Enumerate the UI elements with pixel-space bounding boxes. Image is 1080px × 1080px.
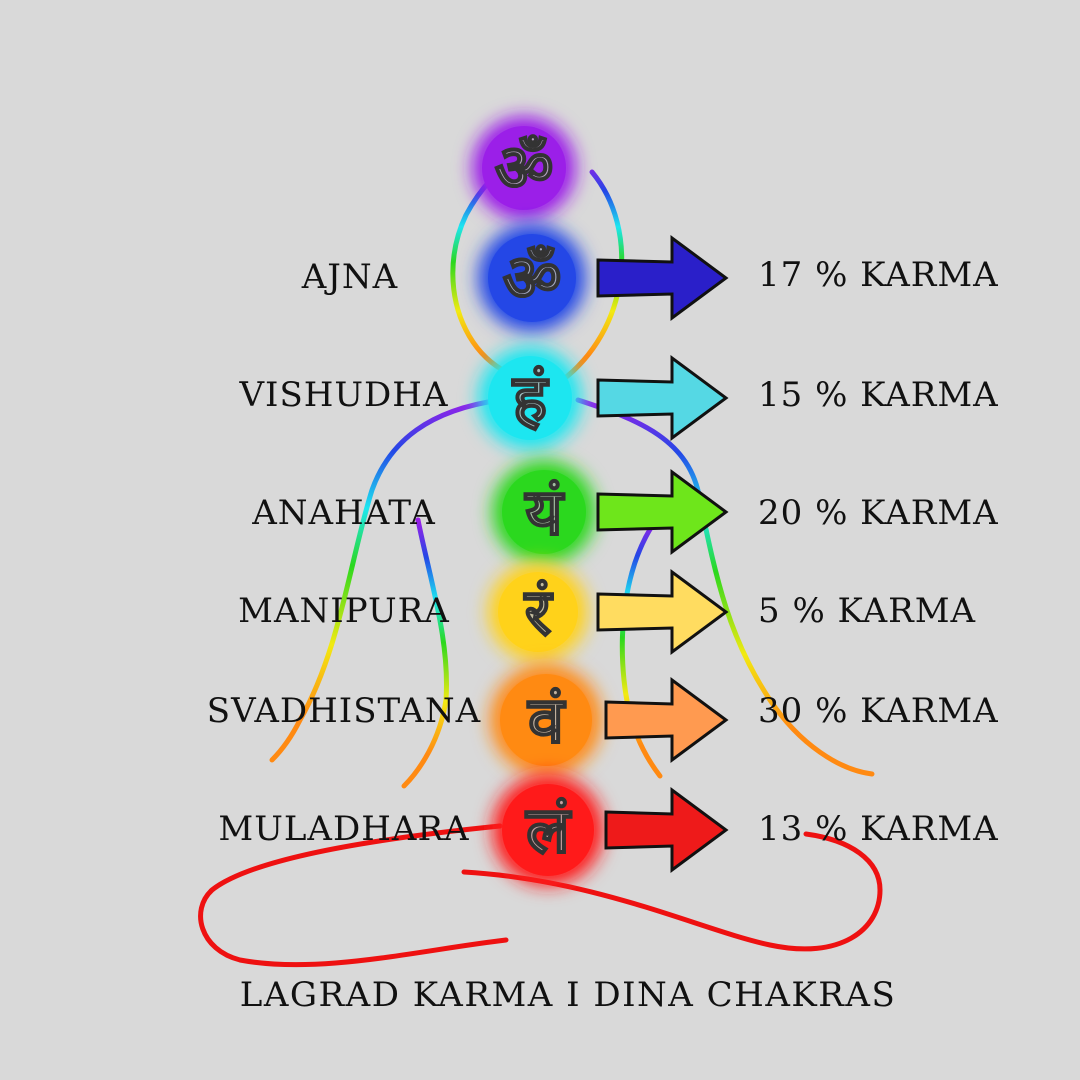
karma-percent-label: 5 % KARMA: [758, 591, 976, 631]
karma-arrow: [596, 569, 729, 655]
chakra-circle: [488, 356, 572, 440]
karma-percent-label: 30 % KARMA: [758, 691, 999, 731]
karma-arrow: [596, 355, 729, 441]
chakra-anahata: यं ANAHATA 20 % KARMA: [251, 460, 999, 564]
chakra-syllable: हं: [512, 362, 549, 436]
karma-percent-label: 13 % KARMA: [758, 809, 999, 849]
chakra-syllable: लं: [525, 794, 572, 868]
chakra-syllable: रं: [524, 576, 554, 650]
right-arm-outline: [575, 397, 875, 777]
chakra-circle: [482, 126, 566, 210]
chakra-circle: [488, 234, 576, 322]
chakra-svadhistana: वं SVADHISTANA 30 % KARMA: [207, 664, 999, 776]
chakra-name-label: MULADHARA: [218, 809, 469, 849]
karma-percent-label: 20 % KARMA: [758, 493, 999, 533]
chakra-crown: ॐ: [472, 116, 576, 220]
karma-arrow: [604, 677, 729, 763]
chakra-manipura: रं MANIPURA 5 % KARMA: [238, 562, 976, 662]
chakra-ajna: ॐ AJNA 17 % KARMA: [301, 224, 999, 332]
chakra-syllable: यं: [524, 476, 565, 550]
chakra-name-label: SVADHISTANA: [207, 691, 481, 731]
body-silhouette: [269, 157, 875, 789]
left-arm-outline: [269, 397, 503, 763]
chakra-list: ॐॐ AJNA 17 % KARMA हं VISHUDHA 15 % KARMA यं AN…: [207, 116, 999, 886]
karma-arrow: [604, 787, 729, 873]
chakra-syllable: ॐ: [503, 242, 561, 316]
chakra-syllable: वं: [527, 684, 566, 758]
chakra-name-label: AJNA: [301, 257, 399, 297]
chakra-muladhara: लं MULADHARA 13 % KARMA: [218, 774, 998, 886]
diagram-caption: LAGRAD KARMA I DINA CHAKRAS: [240, 975, 896, 1015]
chakra-circle: [502, 470, 586, 554]
chakra-circle: [498, 572, 578, 652]
karma-arrow: [596, 235, 729, 321]
chakra-name-label: MANIPURA: [238, 591, 450, 631]
chakra-syllable: ॐ: [495, 132, 553, 206]
karma-percent-label: 17 % KARMA: [758, 255, 999, 295]
chakra-circle: [502, 784, 594, 876]
left-inner-outline: [401, 517, 450, 789]
chakra-name-label: ANAHATA: [251, 493, 436, 533]
karma-percent-label: 15 % KARMA: [758, 375, 999, 415]
karma-arrow: [596, 469, 729, 555]
right-inner-outline: [619, 517, 663, 779]
chakra-name-label: VISHUDHA: [238, 375, 448, 415]
chakra-circle: [500, 674, 592, 766]
chakra-vishudha: हं VISHUDHA 15 % KARMA: [238, 346, 998, 450]
legs-outline: [198, 823, 883, 968]
